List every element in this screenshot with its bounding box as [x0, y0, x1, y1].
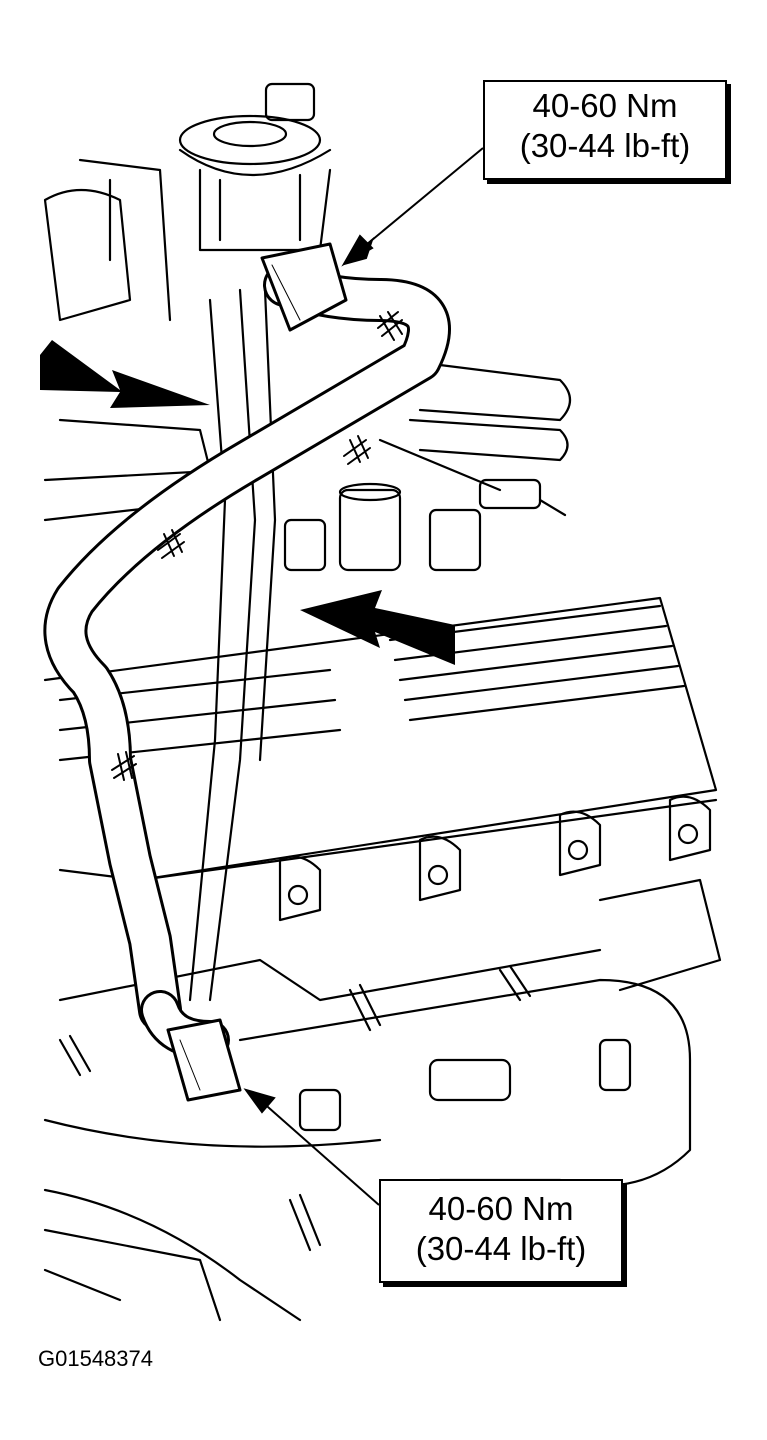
torque-callout-upper: 40-60 Nm (30-44 lb-ft) — [483, 80, 727, 180]
torque-nm-label: 40-60 Nm — [532, 87, 678, 124]
manifold-studs — [58, 964, 532, 1252]
torque-callout-lower: 40-60 Nm (30-44 lb-ft) — [379, 1179, 623, 1283]
direction-arrow-icon — [40, 340, 455, 665]
coil-packs — [283, 482, 482, 572]
lower-block — [43, 1118, 382, 1322]
egr-tube — [43, 242, 451, 1102]
torque-lbft-label: (30-44 lb-ft) — [415, 1230, 587, 1268]
egr-valve — [178, 82, 332, 252]
figure-id-label: G01548374 — [38, 1346, 153, 1371]
harness — [188, 288, 277, 1002]
fuel-lines — [378, 358, 572, 517]
torque-lbft-label: (30-44 lb-ft) — [519, 127, 691, 165]
cover-bolts — [278, 795, 712, 922]
torque-nm-label: 40-60 Nm — [428, 1190, 574, 1227]
leader-arrow-icon — [243, 147, 484, 1206]
